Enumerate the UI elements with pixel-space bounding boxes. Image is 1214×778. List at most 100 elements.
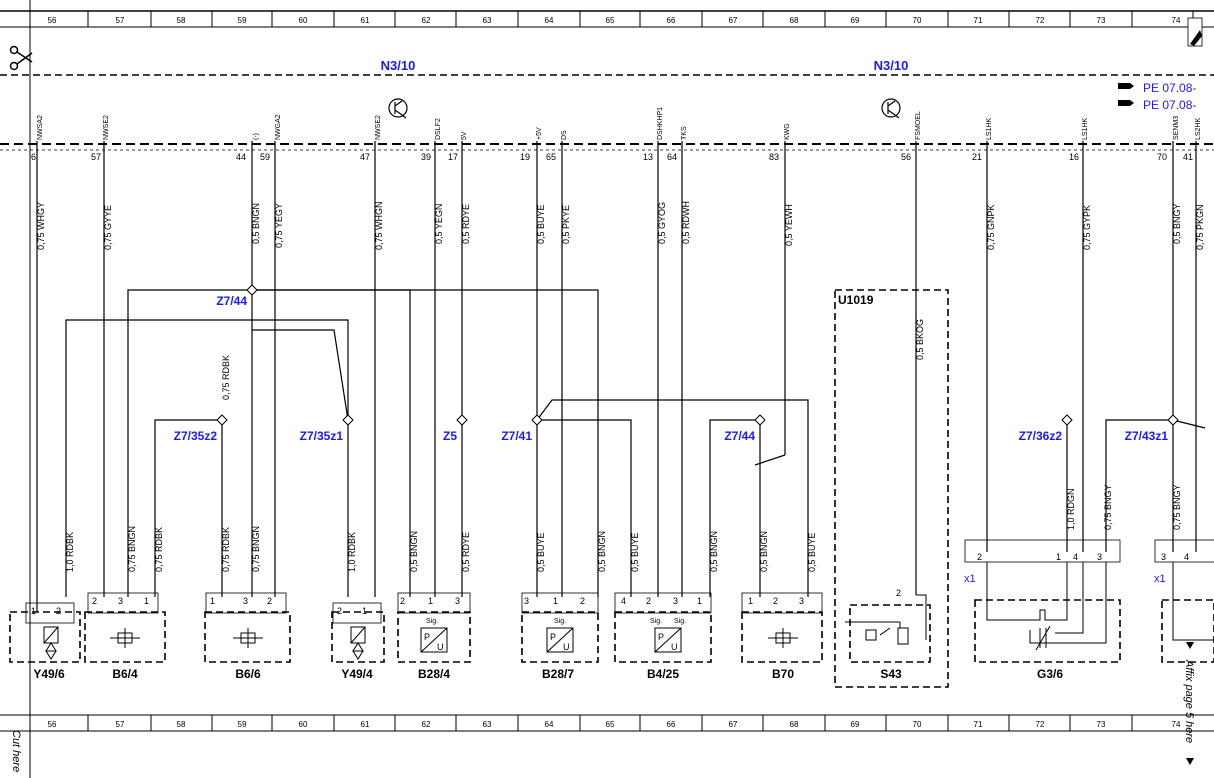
switch-icon [845,621,909,645]
pin-name: LS2HK [1195,117,1202,140]
svg-text:0,5 BNGN: 0,5 BNGN [597,531,607,572]
svg-text:Sig.: Sig. [426,618,438,625]
svg-text:U: U [437,642,444,652]
svg-text:0,5 BUYE: 0,5 BUYE [536,204,546,244]
svg-text:3: 3 [1161,552,1166,562]
svg-text:2: 2 [896,588,901,598]
splice-label: Z7/44 [216,294,247,308]
pin-number: 21 [972,152,982,162]
svg-text:3: 3 [118,596,123,606]
pin-number: 59 [260,152,270,162]
svg-text:1: 1 [428,596,433,606]
svg-text:1: 1 [1056,552,1061,562]
pin-number: 65 [546,152,556,162]
ruler-num: 57 [116,16,125,25]
ruler-num: 70 [913,16,922,25]
svg-text:0,75 RDBK: 0,75 RDBK [221,355,231,400]
svg-text:0,5 RDYE: 0,5 RDYE [461,532,471,572]
svg-text:Y49/4: Y49/4 [341,667,373,681]
ruler-num: 69 [851,720,860,729]
svg-text:0,75 RDBK: 0,75 RDBK [154,527,164,572]
ruler-num: 60 [299,720,308,729]
svg-text:G3/6: G3/6 [1037,667,1063,681]
svg-text:B6/4: B6/4 [112,667,138,681]
pin-name: SENM3 [1173,116,1180,140]
svg-text:2: 2 [56,606,61,616]
ruler-num: 58 [177,720,186,729]
svg-text:3: 3 [673,596,678,606]
svg-text:0,75 WHGY: 0,75 WHGY [36,202,46,250]
ruler-num: 72 [1036,16,1045,25]
ruler-num: 64 [545,720,554,729]
switch-s43: 2 [845,588,931,663]
ruler-num: 59 [238,720,247,729]
pin-name: LS1HK [986,117,993,140]
svg-text:Y49/6: Y49/6 [33,667,65,681]
pin-name: DSLF2 [435,118,442,140]
svg-text:Sig.: Sig. [554,618,566,625]
ruler-num: 74 [1172,720,1181,729]
top-ruler: 56 57 58 59 60 61 62 63 64 65 66 67 68 6… [0,10,1214,47]
connector-label: x1 [964,573,976,585]
svg-text:3: 3 [243,596,248,606]
pressure-sensor-icon [420,627,448,653]
pin-number: 64 [667,152,677,162]
svg-text:0,5 BNGN: 0,5 BNGN [709,531,719,572]
svg-text:2: 2 [337,606,342,616]
svg-text:1: 1 [553,596,558,606]
ruler-num: 65 [606,16,615,25]
page-marker-icon [1187,17,1203,47]
svg-text:3: 3 [1097,552,1102,562]
svg-text:0,75 BNGY: 0,75 BNGY [1172,484,1182,530]
ruler-num: 56 [48,16,57,25]
next-component-partial: 3 4 [1154,539,1214,663]
pin-number: 83 [769,152,779,162]
svg-text:0,5 BKOG: 0,5 BKOG [915,319,925,360]
pin-number: 16 [1069,152,1079,162]
svg-text:U: U [671,642,678,652]
svg-text:0,5 BNGN: 0,5 BNGN [759,531,769,572]
ruler-num: 64 [545,16,554,25]
svg-text:0,5 BUYE: 0,5 BUYE [630,532,640,572]
ruler-num: 62 [422,16,431,25]
ruler-num: 57 [116,720,125,729]
svg-text:2: 2 [267,596,272,606]
svg-text:0,5 YEGN: 0,5 YEGN [434,204,444,244]
pin-number: 57 [91,152,101,162]
ruler-num: 63 [483,720,492,729]
pressure-sensor-b4-25: 4 2 3 1 Sig. Sig. P U [614,592,712,663]
splice-points [216,284,1179,426]
svg-text:P: P [550,632,556,642]
svg-text:0,75 BNGY: 0,75 BNGY [1103,484,1113,530]
svg-text:0,5 RDWH: 0,5 RDWH [681,201,691,244]
svg-text:PE 07.08-: PE 07.08- [1143,98,1196,112]
pin-number: 19 [520,152,530,162]
connector-label: x1 [1154,573,1166,585]
ruler-num: 71 [974,16,983,25]
pin-name: (-) [253,133,260,140]
wire-labels-bottom: 1,0 RDBK 0,75 BNGN 0,75 RDBK 0,75 RDBK 0… [65,484,1182,572]
ruler-num: 58 [177,16,186,25]
pin-number: 44 [236,152,246,162]
splice-label: Z5 [443,429,457,443]
ruler-num: 72 [1036,720,1045,729]
svg-text:2: 2 [400,596,405,606]
ruler-num: 65 [606,720,615,729]
ruler-num: 56 [48,720,57,729]
svg-text:P: P [424,632,430,642]
hall-sensor-b6-6: 1 3 2 [204,592,291,663]
splice-label: Z7/41 [501,429,532,443]
ruler-num: 63 [483,16,492,25]
pin-name: NWSE2 [375,115,382,140]
heater-icon [986,562,1107,651]
splice-label: Z7/36z2 [1019,429,1063,443]
pin-number: 6 [31,152,36,162]
pin-number: 56 [901,152,911,162]
pressure-sensor-icon [546,627,574,653]
components: 1 2 2 3 1 1 3 2 [9,289,1214,688]
svg-text:0,5 GYOG: 0,5 GYOG [657,202,667,244]
svg-text:0,5 BNGN: 0,5 BNGN [251,203,261,244]
solenoid-valve-icon [350,626,366,660]
svg-text:1: 1 [31,606,36,616]
ruler-num: 59 [238,16,247,25]
